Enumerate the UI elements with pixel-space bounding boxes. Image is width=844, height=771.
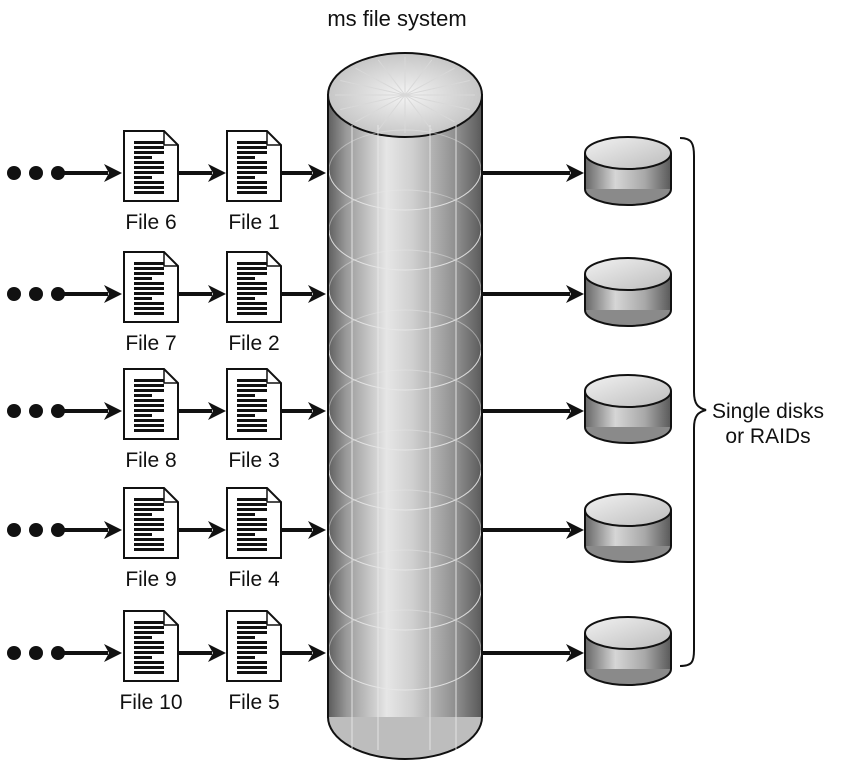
document-icon — [123, 130, 179, 202]
arrow-right-icon — [482, 644, 584, 662]
arrow-right-icon — [58, 164, 122, 182]
arrow-right-icon — [178, 402, 226, 420]
file-row: File 10 File 5 — [7, 610, 326, 714]
arrow-right-icon — [281, 521, 326, 539]
bracket-label-line2: or RAIDs — [725, 425, 810, 448]
disk-icon — [584, 136, 672, 206]
document-icon — [123, 487, 179, 559]
document-icon — [123, 251, 179, 323]
file-label: File 8 — [125, 449, 176, 472]
disk-icon — [584, 616, 672, 686]
disk-icon — [584, 493, 672, 563]
disks-bracket — [679, 137, 707, 667]
arrow-right-icon — [58, 521, 122, 539]
file-label: File 6 — [125, 211, 176, 234]
file-label: File 10 — [119, 691, 182, 714]
arrow-right-icon — [178, 285, 226, 303]
arrow-right-icon — [178, 164, 226, 182]
disk-icon — [584, 257, 672, 327]
arrow-right-icon — [58, 402, 122, 420]
ellipsis-dots — [7, 646, 65, 660]
arrow-right-icon — [482, 164, 584, 182]
arrow-right-icon — [281, 402, 326, 420]
document-icon — [226, 251, 282, 323]
file-row: File 7 File 2 — [7, 251, 326, 355]
file-row: File 6 File 1 — [7, 130, 326, 234]
file-row: File 8 File 3 — [7, 368, 326, 472]
arrow-right-icon — [58, 285, 122, 303]
document-icon — [226, 368, 282, 440]
diagram-title: ms file system — [327, 6, 466, 31]
arrow-right-icon — [58, 644, 122, 662]
arrow-right-icon — [178, 644, 226, 662]
arrow-right-icon — [281, 285, 326, 303]
arrow-right-icon — [482, 285, 584, 303]
document-icon — [226, 610, 282, 682]
file-label: File 5 — [228, 691, 279, 714]
bracket-label-line1: Single disks — [712, 400, 824, 423]
document-icon — [226, 130, 282, 202]
file-label: File 3 — [228, 449, 279, 472]
file-label: File 7 — [125, 332, 176, 355]
document-icon — [123, 368, 179, 440]
ellipsis-dots — [7, 523, 65, 537]
ellipsis-dots — [7, 287, 65, 301]
arrow-right-icon — [482, 521, 584, 539]
arrow-right-icon — [281, 644, 326, 662]
arrow-right-icon — [482, 402, 584, 420]
disk-icon — [584, 374, 672, 444]
ellipsis-dots — [7, 404, 65, 418]
file-label: File 1 — [228, 211, 279, 234]
file-label: File 4 — [228, 568, 280, 591]
arrow-right-icon — [281, 164, 326, 182]
document-icon — [226, 487, 282, 559]
file-row: File 9 File 4 — [7, 487, 326, 591]
file-label: File 2 — [228, 332, 279, 355]
file-system-cylinder — [327, 52, 483, 760]
ellipsis-dots — [7, 166, 65, 180]
file-label: File 9 — [125, 568, 176, 591]
document-icon — [123, 610, 179, 682]
arrow-right-icon — [178, 521, 226, 539]
